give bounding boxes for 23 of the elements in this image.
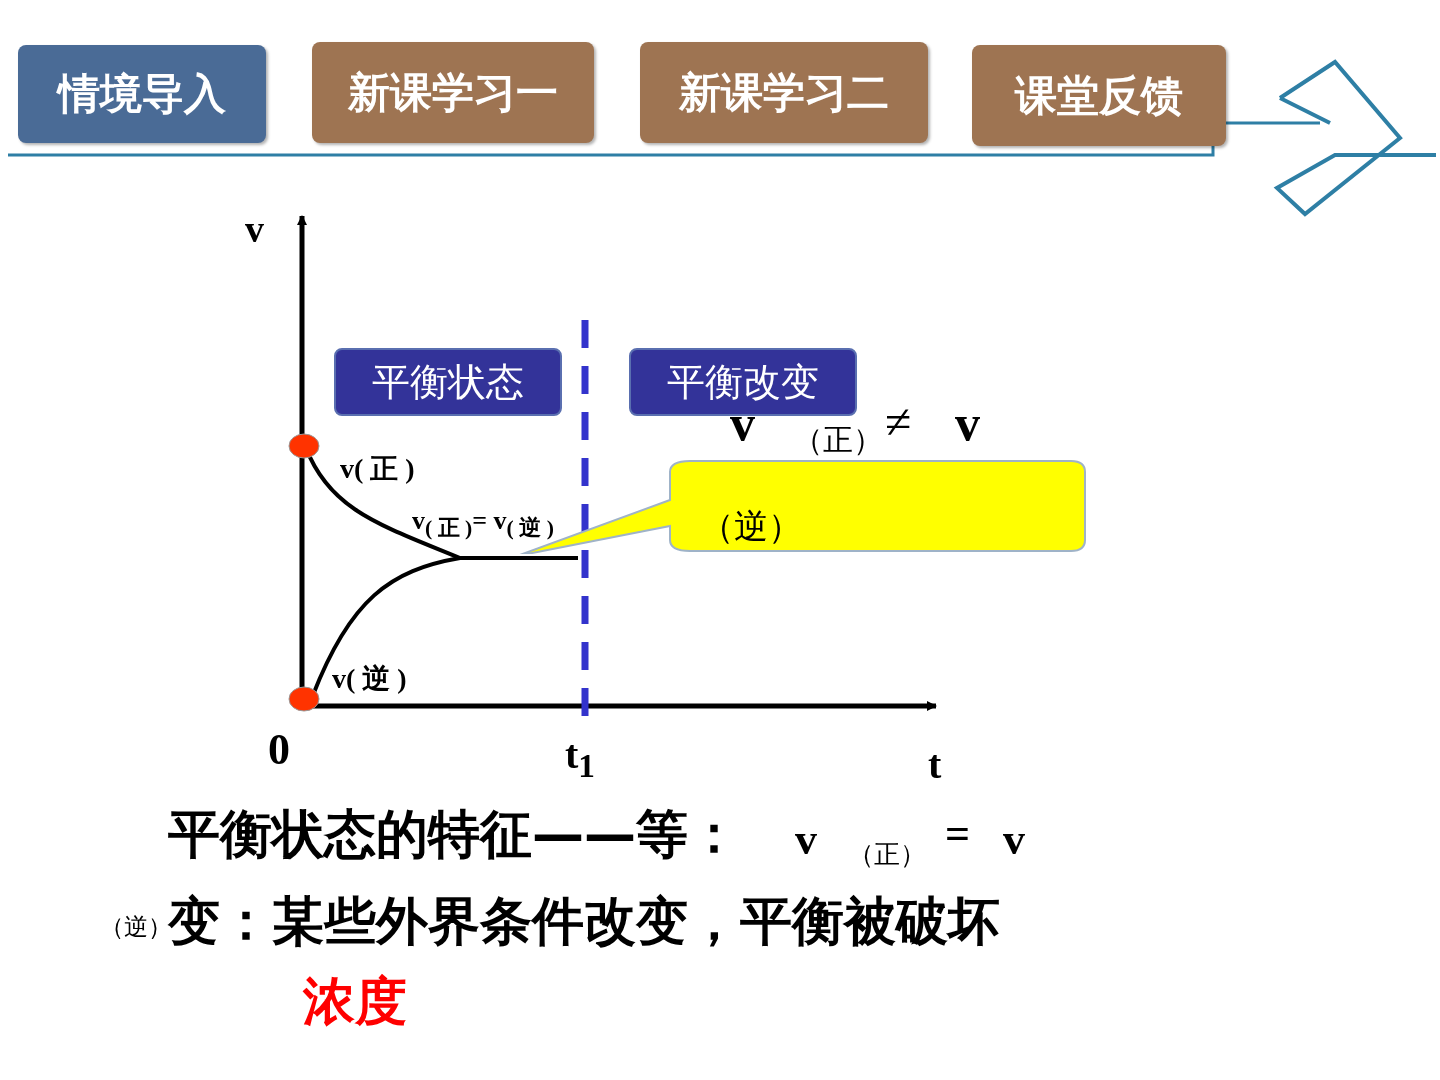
axis-label: t$_{1}$ <box>565 735 595 783</box>
axis-label: v <box>245 210 264 248</box>
formula-text: （逆） <box>700 510 802 544</box>
curve-label: v( 逆 ) <box>332 665 407 693</box>
formula-text: ≠ <box>885 398 912 446</box>
curve-label: v( 正 ) <box>340 455 415 483</box>
highlight-text: 浓度 <box>303 975 407 1027</box>
formula-text: （正） <box>848 842 926 868</box>
nav-tab: 新课学习一 <box>312 42 594 143</box>
curve-label: v$_{( 正 )}$= v$_{( 逆 )}$ <box>412 508 554 540</box>
axis-label: t <box>928 745 942 785</box>
nav-tab: 新课学习二 <box>640 42 928 143</box>
nav-tab: 课堂反馈 <box>972 45 1226 146</box>
title-box: 平衡状态 <box>334 348 562 416</box>
formula-text: = <box>945 812 971 856</box>
body-text: 平衡状态的特征——等： <box>168 808 740 860</box>
formula-text: v <box>795 818 817 862</box>
formula-text: v <box>1003 818 1025 862</box>
formula-text: v <box>955 398 980 448</box>
formula-text: （正） <box>793 425 883 455</box>
nav-tab: 情境导入 <box>18 45 266 143</box>
axis-label: 0 <box>268 728 290 772</box>
title-box: 平衡改变 <box>629 348 857 416</box>
